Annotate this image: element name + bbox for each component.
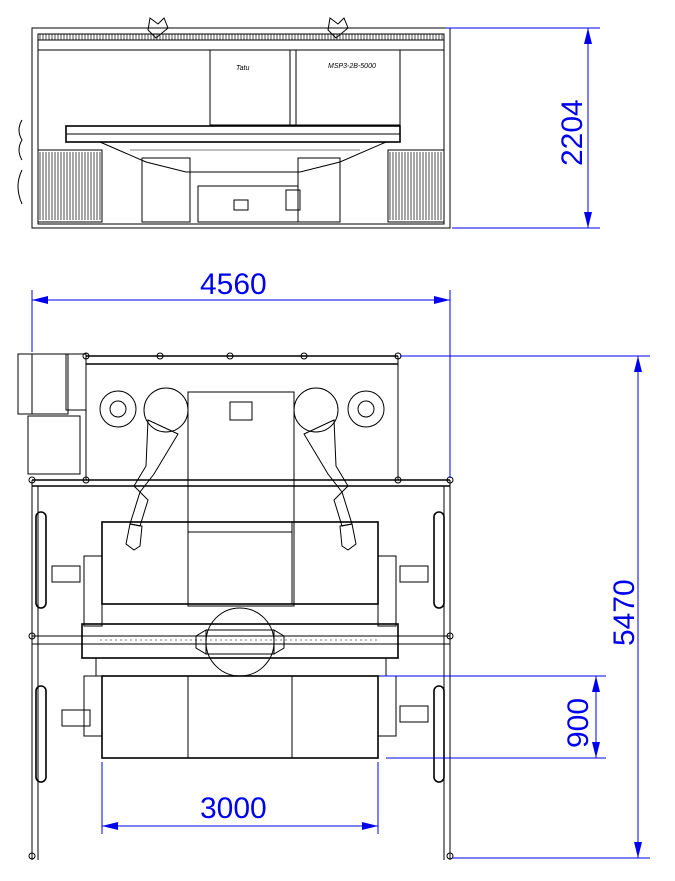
frame-joint <box>156 352 164 360</box>
frame-joint <box>28 852 36 860</box>
top-hatch-strip <box>39 34 443 40</box>
frame-joint <box>82 352 90 360</box>
frame-joint <box>226 352 234 360</box>
dim-height-side-label: 2204 <box>556 99 589 166</box>
frame-joint <box>28 476 36 484</box>
frame-joint <box>28 632 36 640</box>
model-code: MSP3-2B-5000 <box>328 63 376 70</box>
dim-module-spacing: 900 <box>380 675 606 759</box>
frame-joint <box>82 476 90 484</box>
dim-total-width-label: 4560 <box>200 268 267 301</box>
frame-joint <box>446 632 454 640</box>
logo-text: Tatu <box>236 65 249 72</box>
dim-bin-width-label: 3000 <box>200 792 267 825</box>
robot-arm-left <box>99 387 189 551</box>
frame-joint <box>300 352 308 360</box>
frame-joint <box>446 852 454 860</box>
dim-total-length: 5470 <box>400 355 650 859</box>
dim-module-spacing-label: 900 <box>562 698 595 748</box>
dim-total-width: 4560 <box>31 268 451 478</box>
dim-total-length-label: 5470 <box>608 579 641 646</box>
top-view <box>17 352 454 860</box>
robot-arm-right <box>293 387 385 551</box>
frame-joint <box>394 476 402 484</box>
dim-height-side: 2204 <box>446 27 600 229</box>
side-view: Tatu MSP3-2B-5000 <box>17 17 451 229</box>
dim-bin-width: 3000 <box>101 762 379 834</box>
